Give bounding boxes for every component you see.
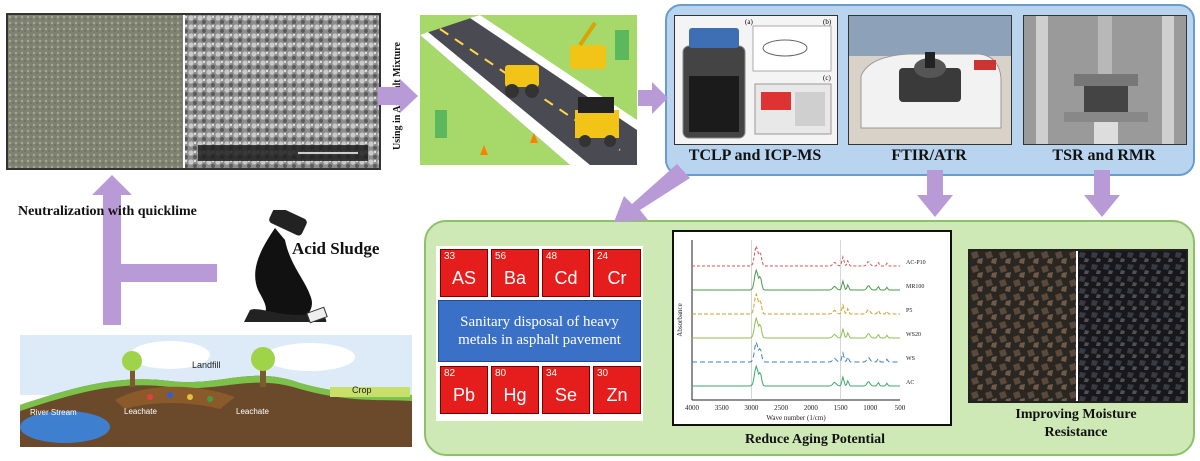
element-number: 56 xyxy=(495,251,507,262)
tclp-icp-ms-label: TCLP and ICP-MS xyxy=(688,147,822,164)
arrow-to-moisture xyxy=(1084,170,1120,217)
x-tick-label: 2000 xyxy=(804,404,819,412)
element-number: 30 xyxy=(597,368,609,379)
series-label-ws20: WS20 xyxy=(906,332,921,338)
landfill-scene xyxy=(20,335,412,447)
moisture-label-line2: Resistance xyxy=(1044,425,1108,440)
spectrum-series-ws20 xyxy=(692,316,900,339)
reduce-aging-label: Reduce Aging Potential xyxy=(745,432,885,447)
leachate-label-1: Leachate xyxy=(124,407,157,416)
element-symbol: Hg xyxy=(503,385,527,405)
connector-sludge xyxy=(121,264,217,282)
element-number: 82 xyxy=(444,368,456,379)
sub-c-label: (c) xyxy=(823,74,831,82)
element-number: 24 xyxy=(597,251,609,262)
acid-sludge-label: Acid Sludge xyxy=(292,239,380,258)
x-axis-label: Wave number (1/cm) xyxy=(766,414,826,422)
x-tick-label: 2500 xyxy=(774,404,789,412)
tsr-testing-photo xyxy=(1023,15,1187,145)
moisture-specimen-photo xyxy=(968,249,1188,403)
x-tick-label: 4000 xyxy=(685,404,700,412)
leachate-label-2: Leachate xyxy=(236,407,269,416)
series-label-mr100: MR100 xyxy=(906,284,924,290)
spectrum-series-ac xyxy=(692,364,900,387)
element-symbol: Ba xyxy=(503,268,527,288)
x-tick-label: 3000 xyxy=(744,404,759,412)
arrow-to-spectrum xyxy=(917,170,953,217)
spectrum-series-mr100 xyxy=(692,268,900,291)
element-symbol: Cd xyxy=(554,268,578,288)
road-construction-illustration xyxy=(420,15,637,165)
acid-sludge-drum-icon xyxy=(244,210,328,324)
crop-label: Crop xyxy=(352,385,372,395)
element-symbol: AS xyxy=(451,268,476,288)
series-label-ac-p10: AC-P10 xyxy=(906,260,926,266)
series-label-ws: WS xyxy=(906,356,915,362)
sub-b-label: (b) xyxy=(823,18,832,26)
sub-a-label: (a) xyxy=(745,18,753,26)
sludge-micrograph-images xyxy=(8,15,379,168)
tclp-equipment-drawing xyxy=(675,16,837,144)
sanitary-disposal-box: Sanitary disposal of heavy metals in asp… xyxy=(438,300,641,362)
moisture-specimen-drawing xyxy=(970,251,1186,401)
landfill-cross-section: Landfill Crop River Stream Leachate Leac… xyxy=(20,335,412,447)
element-symbol: Cr xyxy=(607,268,627,288)
river-stream-label: River Stream xyxy=(30,408,77,417)
moisture-label-line1: Improving Moisture xyxy=(1015,407,1137,422)
series-label-p5: P5 xyxy=(906,308,912,314)
series-label-ac: AC xyxy=(906,380,914,386)
x-tick-label: 3500 xyxy=(715,404,730,412)
x-tick-label: 1000 xyxy=(863,404,878,412)
tclp-equipment-photo: (a) (b) (c) xyxy=(674,15,838,145)
spectrum-series-p5 xyxy=(692,292,900,315)
element-number: 80 xyxy=(495,368,507,379)
ftir-atr-label: FTIR/ATR xyxy=(891,147,967,164)
arrow-to-elements xyxy=(614,164,690,222)
neutralization-label: Neutralization with quicklime xyxy=(18,204,197,219)
element-number: 33 xyxy=(444,251,456,262)
arrow-to-tclp xyxy=(638,82,668,114)
arrow-to-micrograph xyxy=(92,175,132,325)
element-number: 34 xyxy=(546,368,558,379)
tsr-rmr-label: TSR and RMR xyxy=(1052,147,1156,164)
road-scene xyxy=(420,15,637,165)
sludge-micrograph-frame xyxy=(6,13,381,170)
x-tick-label: 1500 xyxy=(834,404,849,412)
spectrum-series-ws xyxy=(692,340,900,363)
ftir-instrument-drawing xyxy=(849,16,1011,144)
y-axis-label: Absorbance xyxy=(676,303,684,336)
element-symbol: Pb xyxy=(452,385,476,405)
tsr-testing-drawing xyxy=(1024,16,1186,144)
element-symbol: Zn xyxy=(606,385,628,405)
landfill-label: Landfill xyxy=(192,360,221,370)
element-number: 48 xyxy=(546,251,558,262)
spectrum-series-ac-p10 xyxy=(692,244,900,267)
ftir-instrument-photo xyxy=(848,15,1012,145)
element-symbol: Se xyxy=(554,385,578,405)
x-tick-label: 500 xyxy=(895,404,906,412)
arrow-to-road xyxy=(378,79,418,113)
